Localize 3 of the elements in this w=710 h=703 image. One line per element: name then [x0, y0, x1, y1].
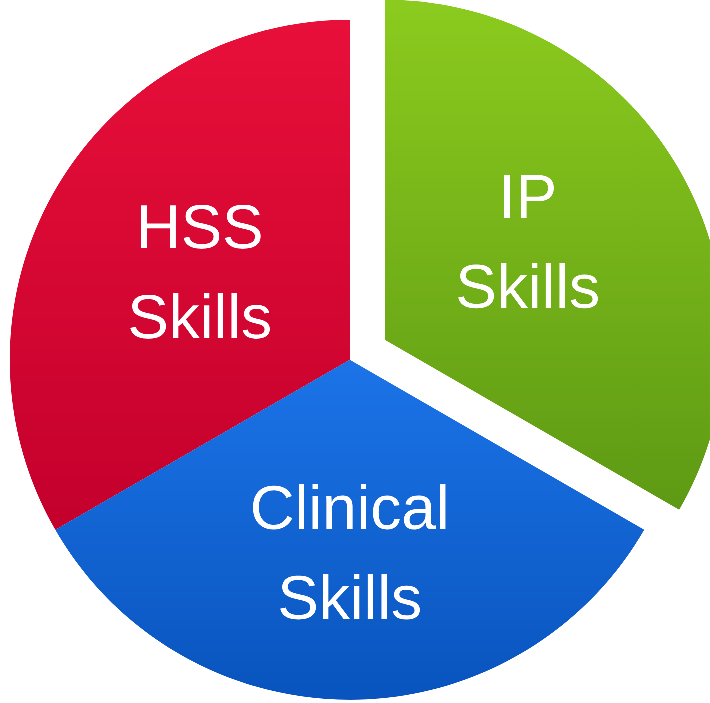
pie-sector: IP Skills [458, 175, 598, 309]
pie-sector: HSS Skills [130, 205, 270, 339]
pie-sector: Clinical Skills [253, 484, 446, 620]
